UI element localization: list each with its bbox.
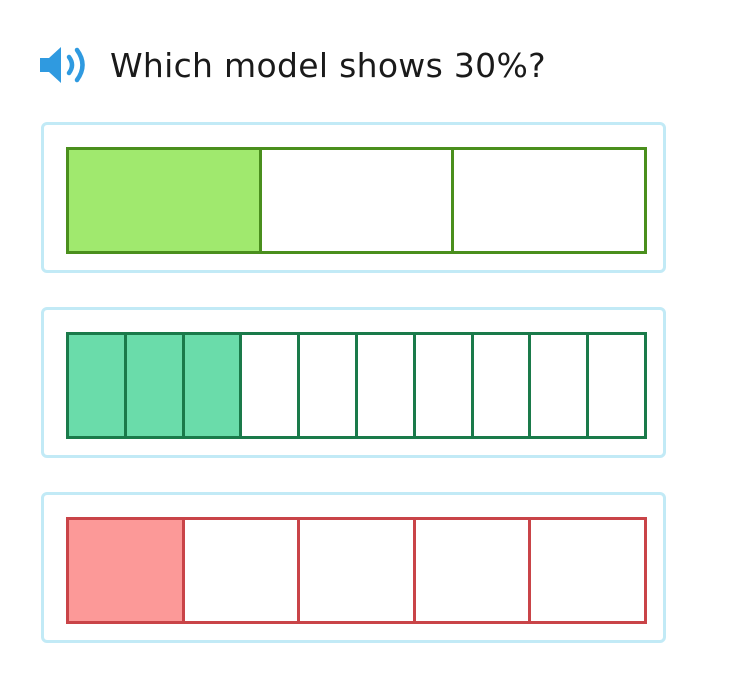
shaded-part xyxy=(184,335,243,436)
unshaded-part xyxy=(415,520,532,621)
choice-card-tenths[interactable] xyxy=(41,307,666,458)
shaded-part xyxy=(126,335,185,436)
unshaded-part xyxy=(300,520,416,621)
unshaded-part xyxy=(415,335,474,436)
choice-card-thirds[interactable] xyxy=(41,122,666,273)
unshaded-part xyxy=(531,520,644,621)
unshaded-part xyxy=(300,335,358,436)
shaded-part xyxy=(69,335,127,436)
choice-card-fifths[interactable] xyxy=(41,492,666,643)
shaded-part xyxy=(69,520,185,621)
unshaded-part xyxy=(531,335,590,436)
unshaded-part xyxy=(261,150,455,251)
unshaded-part xyxy=(473,335,532,436)
unshaded-part xyxy=(589,335,644,436)
fraction-bar xyxy=(66,332,647,439)
unshaded-part xyxy=(454,150,645,251)
fraction-bar xyxy=(66,147,647,254)
shaded-part xyxy=(69,150,262,251)
fraction-bar xyxy=(66,517,647,624)
question-header: Which model shows 30%? xyxy=(38,40,546,90)
question-text: Which model shows 30%? xyxy=(110,45,546,85)
unshaded-part xyxy=(357,335,416,436)
unshaded-part xyxy=(242,335,301,436)
speaker-icon[interactable] xyxy=(38,43,94,87)
unshaded-part xyxy=(184,520,301,621)
